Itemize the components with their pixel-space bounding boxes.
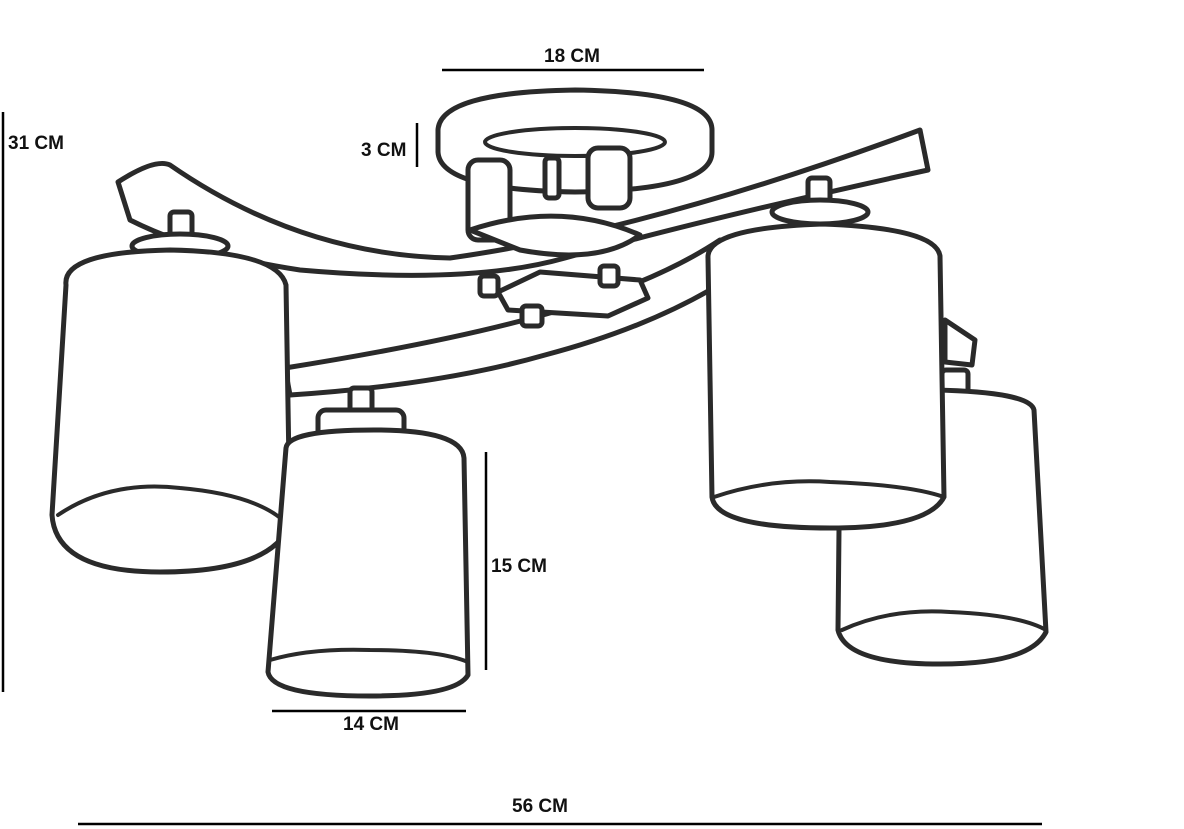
total-width-label: 56 CM [512,796,568,817]
canopy-height-label: 3 CM [361,140,407,161]
lamp-arm-front [282,213,723,398]
lamp-arm-back [115,127,931,278]
shade-width-label: 14 CM [343,714,399,735]
center-hub [477,263,651,329]
lamp-shade-left-front [265,385,471,699]
total-height-label: 31 CM [8,133,64,154]
lamp-shade-left-back [49,209,293,575]
lamp-shade-right-front [705,175,947,531]
canopy-width-label: 18 CM [544,46,600,67]
shade-height-label: 15 CM [491,556,547,577]
